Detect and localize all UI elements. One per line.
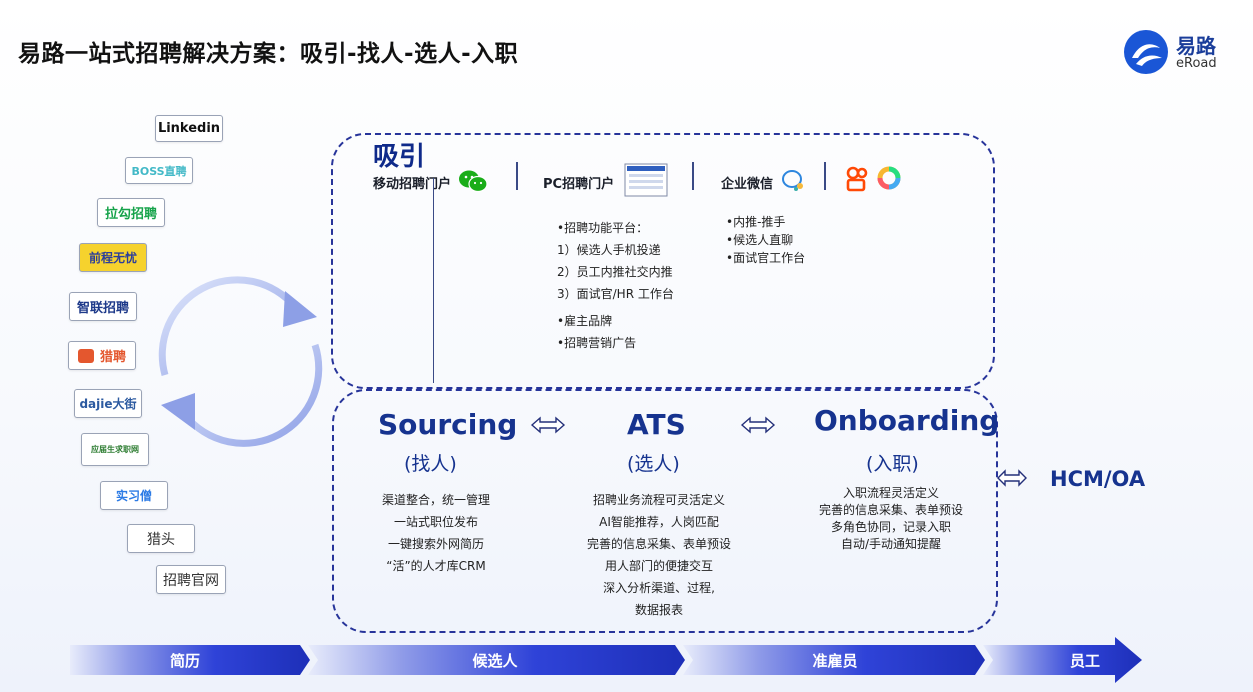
channel-divider-3 xyxy=(824,162,826,190)
ats-desc-line: 深入分析渠道、过程, xyxy=(603,581,715,595)
logo-cn: 易路 xyxy=(1176,34,1216,58)
onboarding-desc-line: 多角色协同，记录入职 xyxy=(830,520,951,534)
channel-divider-2 xyxy=(692,162,694,190)
sourcing-desc-line: 一站式职位发布 xyxy=(393,515,478,529)
pc-list-item: 1）候选人手机投递 xyxy=(557,243,661,257)
ats-title: ATS xyxy=(627,408,686,441)
source-official-site: 招聘官网 xyxy=(156,565,226,594)
source-linkedin: Linkedin xyxy=(155,115,223,142)
onboarding-desc-line: 完善的信息采集、表单预设 xyxy=(818,503,963,517)
hcm-oa-label: HCM/OA xyxy=(1050,467,1146,491)
ats-desc-line: 完善的信息采集、表单预设 xyxy=(586,537,731,551)
attract-panel xyxy=(331,133,995,389)
double-arrow-icon xyxy=(740,416,776,434)
pc-portal-icon xyxy=(624,163,668,197)
onboarding-subtitle: (入职) xyxy=(866,453,919,475)
pc-list-item: 3）面试官/HR 工作台 xyxy=(557,287,674,301)
source-liepin: 猎聘 xyxy=(68,341,136,370)
source-shixiseng-label: 实习僧 xyxy=(115,489,152,503)
flow-arrow-shape xyxy=(70,637,1142,683)
flow-bar: 简历 候选人 准雇员 员工 xyxy=(70,637,1145,683)
source-lagou-label: 拉勾招聘 xyxy=(104,207,157,222)
source-official-site-label: 招聘官网 xyxy=(163,572,219,589)
ats-desc-line: 招聘业务流程可灵活定义 xyxy=(592,493,725,507)
wecom-feature-list: •内推-推手 •候选人直聊 •面试官工作台 xyxy=(726,213,805,267)
sourcing-desc-line: 渠道整合，统一管理 xyxy=(381,493,490,507)
onboarding-desc-line: 自动/手动通知提醒 xyxy=(840,537,942,551)
onboarding-desc-line: 入职流程灵活定义 xyxy=(842,486,939,500)
colorful-ring-icon xyxy=(877,166,901,190)
wechat-icon xyxy=(459,170,488,193)
wecom-list-item: •内推-推手 xyxy=(726,215,786,229)
onboarding-desc: 入职流程灵活定义 完善的信息采集、表单预设 多角色协同，记录入职 自动/手动通知… xyxy=(806,485,976,553)
flow-stage-candidate: 候选人 xyxy=(472,651,518,670)
sourcing-desc: 渠道整合，统一管理 一站式职位发布 一键搜索外网简历 “活”的人才库CRM xyxy=(366,489,506,577)
source-boss-label: BOSS直聘 xyxy=(131,164,187,178)
source-zhaopin: 智联招聘 xyxy=(69,292,137,321)
channel-mobile-label: 移动招聘门户 xyxy=(373,177,452,192)
logo-en: eRoad xyxy=(1176,56,1217,71)
source-linkedin-label: Linkedin xyxy=(157,121,221,136)
source-51job: 前程无忧 xyxy=(79,243,147,272)
sourcing-subtitle: (找人) xyxy=(404,453,457,475)
onboarding-title: Onboarding xyxy=(814,404,1000,437)
liepin-icon xyxy=(77,348,94,363)
process-panel xyxy=(332,389,998,633)
eroad-logo xyxy=(1122,28,1252,76)
channel-wecom-label: 企业微信 xyxy=(721,177,774,192)
wecom-list-item: •候选人直聊 xyxy=(726,233,794,247)
ats-subtitle: (选人) xyxy=(627,453,680,475)
wecom-list-item: •面试官工作台 xyxy=(726,251,806,265)
pc-list-item: •雇主品牌 xyxy=(557,314,613,328)
source-boss: BOSS直聘 xyxy=(125,157,193,184)
source-51job-label: 前程无忧 xyxy=(88,251,137,265)
pc-list-item: •招聘营销广告 xyxy=(557,336,637,350)
attract-divider-line xyxy=(433,178,434,383)
pc-feature-list: •招聘功能平台： 1）候选人手机投递 2）员工内推社交内推 3）面试官/HR 工… xyxy=(557,217,674,354)
ats-desc-line: AI智能推荐，人岗匹配 xyxy=(599,515,719,529)
sourcing-title: Sourcing xyxy=(378,408,518,441)
attract-title: 吸引 xyxy=(373,142,426,172)
source-yingjiesheng-label: 应届生求职网 xyxy=(91,445,139,454)
sourcing-desc-line: “活”的人才库CRM xyxy=(386,559,486,573)
sourcing-desc-line: 一键搜索外网简历 xyxy=(387,537,484,551)
source-shixiseng: 实习僧 xyxy=(100,481,168,510)
source-lagou: 拉勾招聘 xyxy=(97,198,165,227)
ats-desc-line: 数据报表 xyxy=(634,603,683,617)
ats-desc: 招聘业务流程可灵活定义 AI智能推荐，人岗匹配 完善的信息采集、表单预设 用人部… xyxy=(574,489,744,621)
cycle-arrows-icon xyxy=(158,276,323,447)
source-dajie-label: dajie大街 xyxy=(79,397,137,411)
double-arrow-icon xyxy=(530,416,566,434)
pc-list-item: 2）员工内推社交内推 xyxy=(557,265,673,279)
pc-list-item: •招聘功能平台： xyxy=(557,221,649,235)
source-headhunter: 猎头 xyxy=(127,524,195,553)
source-zhaopin-label: 智联招聘 xyxy=(76,301,129,316)
flow-stage-employee: 员工 xyxy=(1069,651,1100,670)
source-headhunter-label: 猎头 xyxy=(147,531,175,548)
ats-desc-line: 用人部门的便捷交互 xyxy=(604,559,713,573)
page-title: 易路一站式招聘解决方案：吸引-找人-选人-入职 xyxy=(18,41,519,67)
channel-divider-1 xyxy=(516,162,518,190)
wecom-icon xyxy=(782,170,803,191)
double-arrow-icon xyxy=(997,469,1027,487)
source-yingjiesheng: 应届生求职网 xyxy=(81,433,149,466)
channel-pc-label: PC招聘门户 xyxy=(543,177,615,192)
source-liepin-label: 猎聘 xyxy=(99,350,126,365)
kuaishou-icon xyxy=(846,166,868,192)
flow-stage-resume: 简历 xyxy=(169,651,200,670)
flow-stage-pre-employee: 准雇员 xyxy=(812,651,858,670)
source-dajie: dajie大街 xyxy=(74,389,142,418)
eroad-logo-icon xyxy=(1124,30,1168,74)
